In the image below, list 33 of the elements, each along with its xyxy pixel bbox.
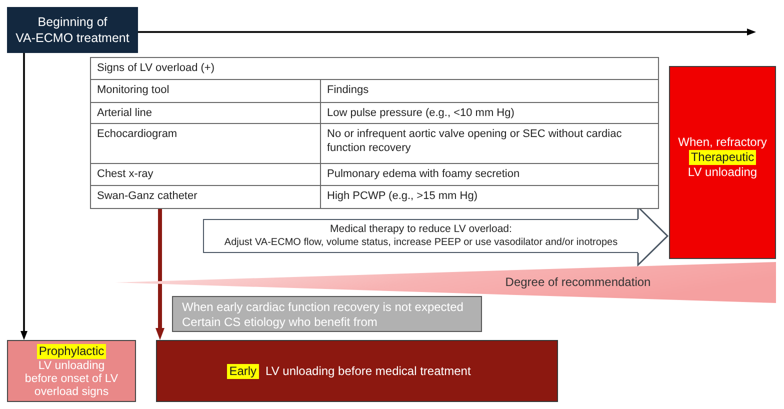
criteria-box <box>172 296 482 332</box>
box-text: LV unloading before medical treatment <box>266 364 471 378</box>
condition-text: When, refractory <box>678 135 767 150</box>
column-header: Monitoring tool <box>90 80 320 102</box>
highlighted-label: Early <box>227 364 259 378</box>
wedge-label: Degree of recommendation <box>505 275 651 289</box>
row-header: Chest x-ray <box>90 164 320 186</box>
row-header: Arterial line <box>90 102 320 124</box>
table-cell: No or infrequent aortic valve opening or SEC without cardiac function recovery <box>320 124 658 164</box>
findings-table <box>90 57 659 209</box>
table-cell: High PCWP (e.g., >15 mm Hg) <box>320 186 658 208</box>
therapy-heading: Medical therapy to reduce LV overload: <box>330 223 512 236</box>
arrow <box>20 53 28 340</box>
criteria-text: Certain CS etiology who benefit from <box>182 315 378 330</box>
table-cell: Pulmonary edema with foamy secretion <box>320 164 658 186</box>
highlighted-label: Prophylactic <box>36 344 106 358</box>
arrow <box>156 208 164 340</box>
start-box <box>7 7 138 53</box>
box-text: LV unloading <box>688 165 758 180</box>
highlighted-label: Therapeutic <box>688 150 756 165</box>
therapeutic-box <box>669 66 776 259</box>
start-label: Beginning of VA-ECMO treatment <box>15 14 130 46</box>
box-text: LV unloading before onset of LV overload signs <box>24 360 120 398</box>
early-box <box>156 340 558 402</box>
column-header: Findings <box>320 80 658 102</box>
row-header: Swan-Ganz catheter <box>90 186 320 208</box>
prophylactic-box <box>7 340 136 402</box>
table-title: Signs of LV overload (+) <box>90 58 658 80</box>
table-cell: Low pulse pressure (e.g., <10 mm Hg) <box>320 102 658 124</box>
criteria-text: When early cardiac function recovery is not expected <box>182 300 464 315</box>
therapy-text: Adjust VA-ECMO flow, volume status, increase PEEP or use vasodilator and/or inotropes <box>224 236 618 249</box>
row-header: Echocardiogram <box>90 124 320 164</box>
arrow <box>138 28 756 36</box>
